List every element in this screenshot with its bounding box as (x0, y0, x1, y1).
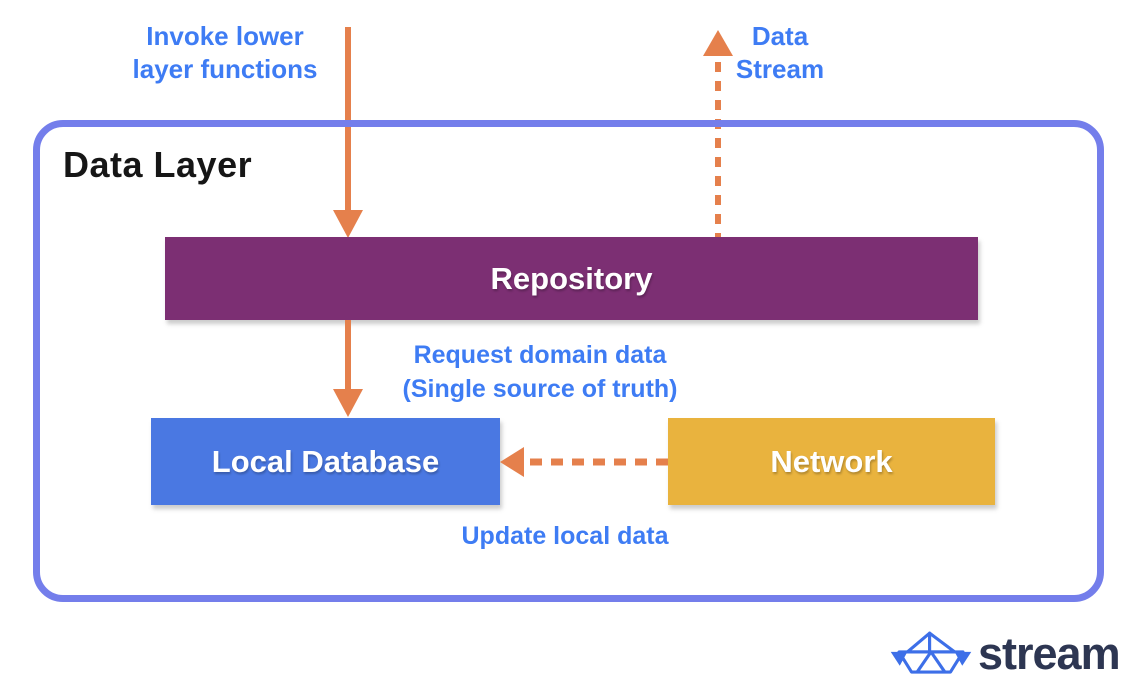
arrow-head (500, 447, 524, 477)
solid-down-arrow-invoke (333, 27, 363, 238)
dashed-up-arrow-data-stream (703, 30, 733, 237)
edge-label-update-local-data: Update local data (425, 520, 705, 553)
arrow-head (703, 30, 733, 56)
edge-label-invoke-lower-layer-functions: Invoke lower layer functions (118, 20, 332, 86)
edge-label-request-domain-data: Request domain data (Single source of tr… (355, 338, 725, 406)
edge-label-line: layer functions (132, 54, 318, 84)
data-layer-title: Data Layer (63, 144, 253, 185)
data-layer-container (33, 120, 1104, 602)
node-label: Network (770, 443, 893, 479)
node-local-database: Local Database (151, 418, 500, 505)
edge-label-line: Update local data (461, 522, 669, 550)
arrow-head (333, 389, 363, 417)
stream-logo-text: stream (978, 628, 1121, 679)
edge-label-line: Stream (735, 54, 825, 84)
arrow-head (333, 210, 363, 238)
boat-sail-left (905, 631, 932, 654)
solid-down-arrow-request (333, 320, 363, 417)
paper-boat-icon (890, 631, 972, 674)
stream-logo: stream (889, 628, 1121, 680)
node-label: Local Database (211, 443, 440, 479)
boat-facet-line (915, 651, 933, 673)
boat-wing-left (890, 651, 908, 666)
node-label: Repository (490, 260, 653, 296)
dashed-left-arrow-update (500, 447, 670, 477)
boat-facet-line (929, 651, 947, 673)
edge-label-line: (Single source of truth) (402, 375, 678, 403)
edge-label-data-stream: Data Stream (705, 20, 855, 86)
boat-sail-right (928, 631, 957, 654)
edge-label-line: Data (751, 21, 809, 51)
node-network: Network (668, 418, 995, 505)
boat-hull (897, 650, 965, 674)
boat-wing-right (954, 651, 972, 666)
node-repository: Repository (165, 237, 978, 320)
edge-label-line: Invoke lower (146, 21, 304, 51)
edge-label-line: Request domain data (413, 341, 667, 369)
